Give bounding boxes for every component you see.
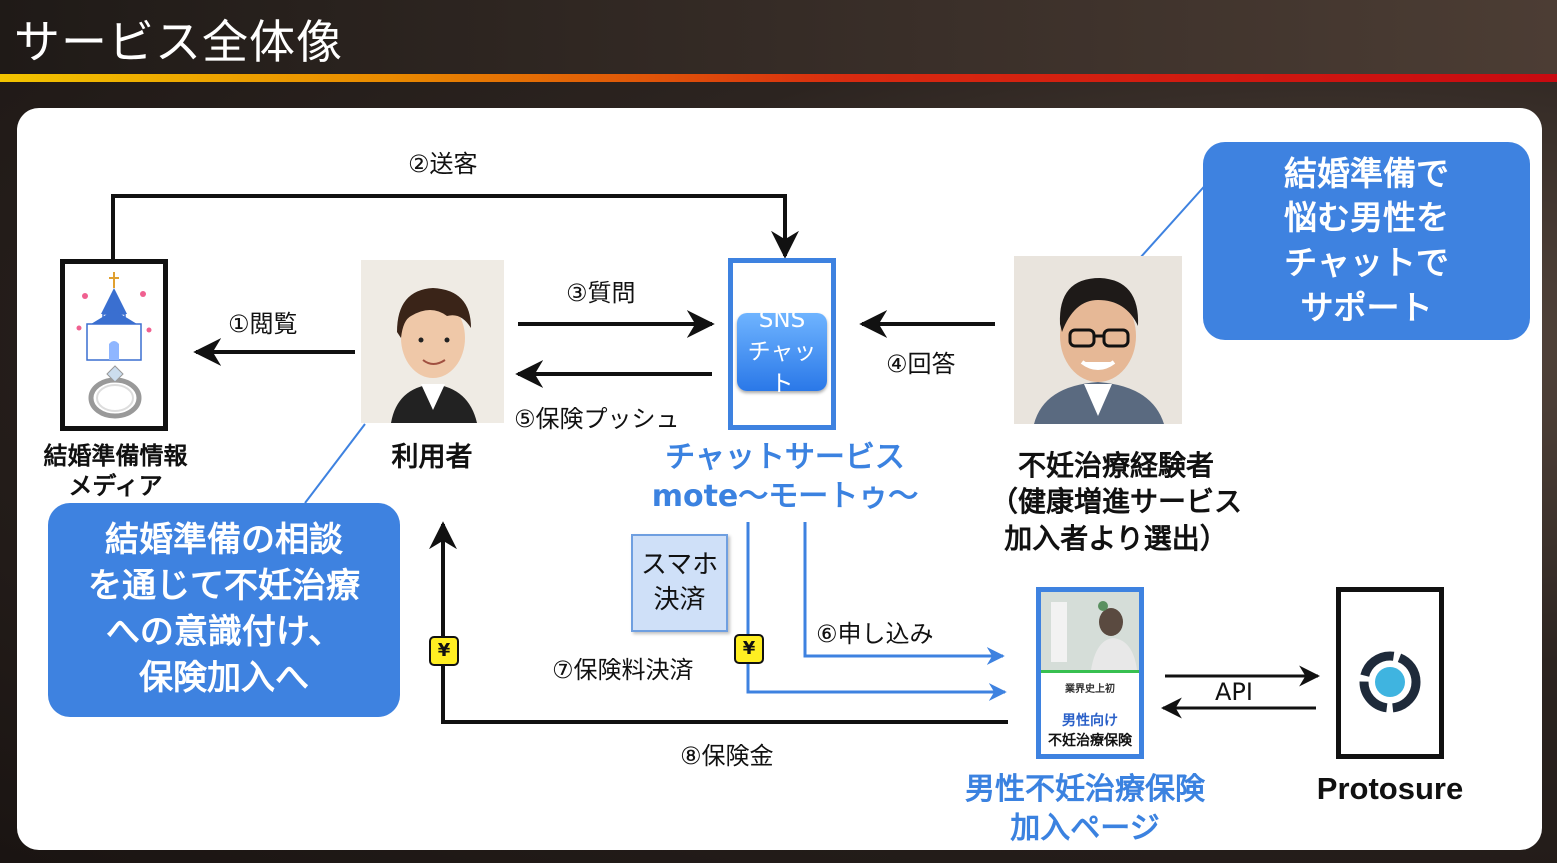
advisor-label-line3: 加入者より選出）: [966, 521, 1266, 557]
sns-chat-button[interactable]: SNS チャット: [737, 313, 827, 391]
step-browse-label: ①閲覧: [228, 304, 298, 339]
chat-service-line2: mote〜モートゥ〜: [610, 477, 960, 516]
step-apply-label: ⑥申し込み: [816, 614, 934, 649]
callout-right: 結婚準備で 悩む男性を チャットで サポート: [1203, 142, 1530, 340]
callout-right-line3: チャットで: [1203, 241, 1530, 286]
chapel-ring-icon: [65, 264, 163, 426]
insurance-screen-divider: [1041, 670, 1139, 673]
callout-right-line4: サポート: [1203, 286, 1530, 331]
step-payout-label: ⑧保険金: [680, 736, 774, 771]
advisor-photo: [1014, 256, 1182, 424]
insurance-page-phone: 業界史上初 男性向け 不妊治療保険: [1036, 587, 1144, 759]
insurance-screen-title2: 不妊治療保険: [1041, 730, 1139, 750]
smartphone-payment-box: スマホ 決済: [631, 534, 728, 632]
insurance-screen-tagline: 業界史上初: [1041, 680, 1139, 695]
yen-icon-premium: ¥: [734, 634, 764, 664]
user-avatar-icon: [361, 260, 504, 423]
advisor-label-line2: （健康増進サービス: [966, 484, 1266, 520]
callout-right-line1: 結婚準備で: [1203, 152, 1530, 197]
smartphone-payment-line1: スマホ: [633, 548, 726, 583]
callout-right-line2: 悩む男性を: [1203, 196, 1530, 241]
callout-left: 結婚準備の相談 を通じて不妊治療 への意識付け、 保険加入へ: [48, 503, 400, 717]
step-answer-label: ④回答: [886, 344, 956, 379]
step-send-customer-label: ②送客: [408, 144, 478, 179]
yen-icon-payout: ¥: [429, 636, 459, 666]
step-premium-label: ⑦保険料決済: [552, 650, 694, 685]
callout-right-leader: [1140, 180, 1210, 258]
api-label: API: [1215, 678, 1253, 706]
insurance-screen-photo: [1041, 592, 1139, 670]
arrow-send-customer: [113, 196, 785, 262]
sns-chat-line2: チャット: [737, 336, 827, 400]
smartphone-payment-line2: 決済: [633, 583, 726, 618]
callout-left-line1: 結婚準備の相談: [48, 518, 400, 564]
advisor-label-line1: 不妊治療経験者: [966, 448, 1266, 484]
insurance-page-label: 男性不妊治療保険 加入ページ: [930, 770, 1240, 848]
callout-left-leader: [305, 424, 365, 503]
chat-service-label: チャットサービス mote〜モートゥ〜: [610, 438, 960, 516]
protosure-label: Protosure: [1300, 770, 1480, 809]
step-question-label: ③質問: [566, 273, 636, 308]
insurance-page-line1: 男性不妊治療保険: [930, 770, 1240, 809]
user-label: 利用者: [362, 441, 502, 475]
media-label-line2: メディア: [28, 471, 203, 501]
media-label: 結婚準備情報 メディア: [28, 441, 203, 501]
media-phone: [60, 259, 168, 431]
sns-chat-line1: SNS: [737, 304, 827, 336]
clinic-photo-icon: [1041, 592, 1139, 670]
advisor-avatar-icon: [1014, 256, 1182, 424]
callout-left-line4: 保険加入へ: [48, 656, 400, 702]
user-photo: [361, 260, 504, 423]
callout-left-line3: への意識付け、: [48, 610, 400, 656]
protosure-phone: [1336, 587, 1444, 759]
media-label-line1: 結婚準備情報: [28, 441, 203, 471]
callout-left-line2: を通じて不妊治療: [48, 564, 400, 610]
chat-service-line1: チャットサービス: [610, 438, 960, 477]
insurance-screen-title1: 男性向け: [1041, 710, 1139, 730]
insurance-page-line2: 加入ページ: [930, 809, 1240, 848]
chat-phone: SNS チャット: [728, 258, 836, 430]
step-push-label: ⑤保険プッシュ: [514, 399, 680, 434]
protosure-logo-icon: [1341, 592, 1439, 754]
advisor-label: 不妊治療経験者 （健康増進サービス 加入者より選出）: [966, 448, 1266, 557]
